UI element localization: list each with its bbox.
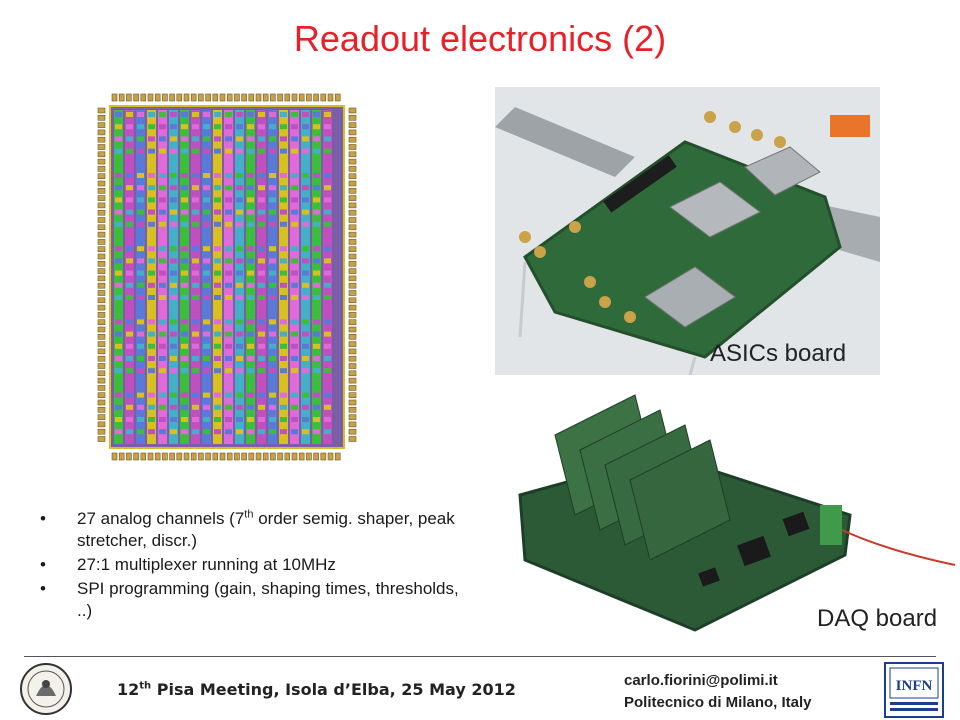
list-item: • SPI programming (gain, shaping times, … <box>40 579 459 620</box>
asics-board-caption: ASICs board <box>710 340 847 367</box>
asic-layout-image <box>96 92 358 462</box>
footer-divider <box>24 656 936 657</box>
list-item: • 27 analog channels (7th order semig. s… <box>40 508 455 550</box>
list-item: • 27:1 multiplexer running at 10MHz <box>40 555 336 574</box>
feature-list: • 27 analog channels (7th order semig. s… <box>38 508 468 624</box>
author-email: carlo.fiorini@polimi.it <box>624 672 778 689</box>
infn-logo-text: INFN <box>896 678 933 694</box>
bullet-marker: • <box>40 555 46 574</box>
daq-board-caption: DAQ board <box>817 605 938 632</box>
politecnico-seal-icon <box>20 663 72 715</box>
bullet-marker: • <box>40 579 46 598</box>
footer-contact: carlo.fiorini@polimi.it Politecnico di M… <box>624 670 812 714</box>
slide-title: Readout electronics (2) <box>293 18 667 59</box>
bullet-marker: • <box>40 509 46 528</box>
daq-board-photo <box>515 385 960 645</box>
asics-board-photo <box>495 87 880 375</box>
footer-meeting: 12th Pisa Meeting, Isola d’Elba, 25 May … <box>117 680 516 699</box>
infn-logo: INFN <box>884 662 944 718</box>
author-affiliation: Politecnico di Milano, Italy <box>624 694 812 711</box>
